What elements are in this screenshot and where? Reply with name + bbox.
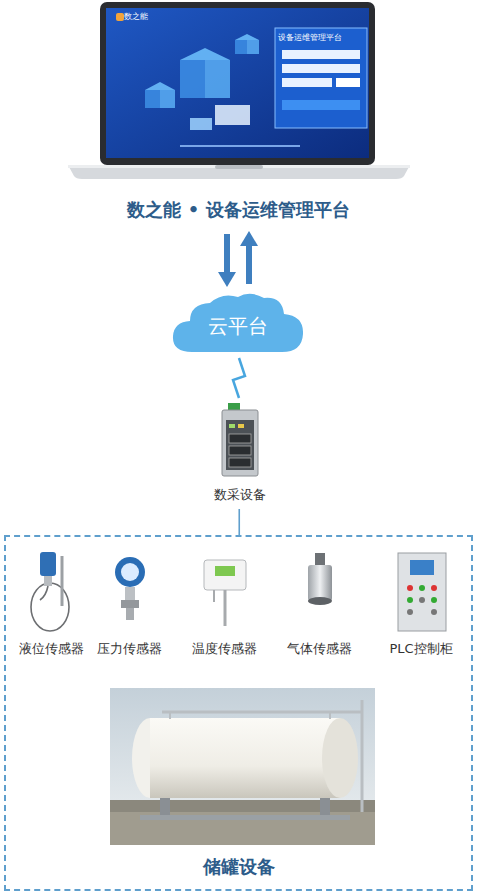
connector: [239, 509, 240, 535]
group-label: 储罐设备: [6, 855, 471, 879]
sensor-label: 压力传感器: [88, 640, 170, 658]
sensor-label: 液位传感器: [10, 640, 92, 658]
pressure-sensor: [115, 557, 145, 620]
temperature-sensor: [204, 560, 246, 626]
sensor-label: 气体传感器: [278, 640, 360, 658]
laptop: [68, 2, 410, 179]
level-sensor: [31, 552, 69, 631]
screen-label: 数之能: [124, 12, 148, 22]
plc-node: PLC控制柜: [375, 549, 467, 667]
gas-sensor: [308, 553, 332, 605]
platform-label: 数之能 • 设备运维管理平台: [0, 198, 477, 222]
platform-node: 数之能 • 设备运维管理平台 数之能设备运维管理平台: [0, 0, 477, 228]
screen-label-holder: 数之能: [124, 12, 148, 22]
device-node: 数采设备: [187, 400, 293, 508]
connector: [240, 231, 258, 284]
sensor-node: 温度传感器: [183, 549, 265, 667]
tank-photo: [110, 688, 375, 845]
sensor-label: PLC控制柜: [375, 640, 467, 658]
plc-cabinet: [398, 553, 446, 631]
sensor-node: 压力传感器: [88, 549, 170, 667]
screen-label-holder: 设备运维管理平台: [278, 33, 342, 43]
group-box: 储罐设备 液位传感器压力传感器温度传感器气体传感器 PLC控制柜: [4, 535, 473, 891]
screen-label: 设备运维管理平台: [278, 33, 342, 43]
sensor-label: 温度传感器: [183, 640, 265, 658]
gateway-device: [222, 403, 258, 476]
sensor-node: 液位传感器: [10, 549, 92, 667]
wireless-link: [233, 358, 245, 398]
cloud-label: 云平台: [208, 307, 268, 340]
sensor-node: 气体传感器: [278, 549, 360, 667]
cloud-node: 云平台: [170, 290, 306, 356]
connector: [218, 234, 236, 287]
device-label: 数采设备: [187, 486, 293, 504]
